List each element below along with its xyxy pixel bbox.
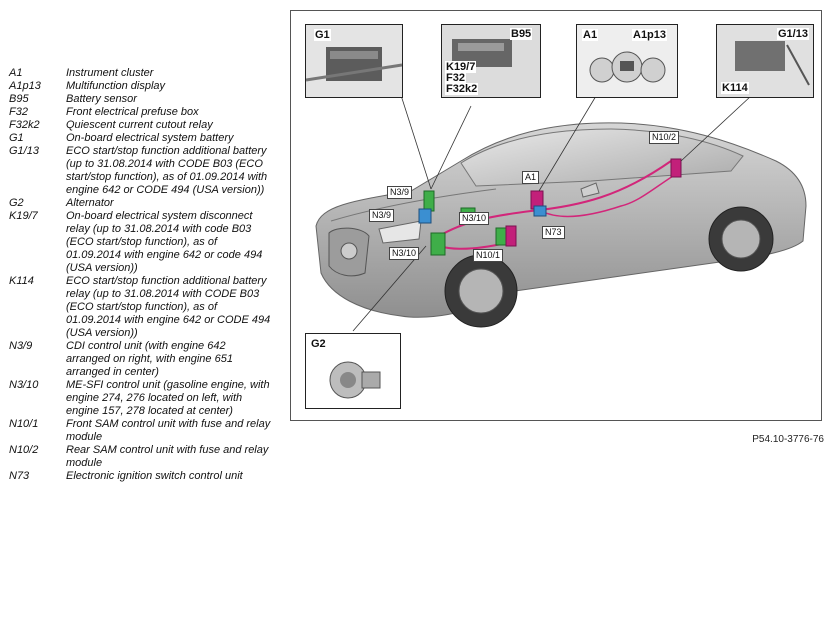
callout-a1: A1 <box>522 171 540 184</box>
f32-label: F32 <box>445 72 466 84</box>
component-location-figure: G1 B95 K19/7 F32 F32k2 A1 A1p13 G1/13 K1 <box>290 10 822 421</box>
inset-additional-battery: G1/13 K114 <box>716 24 814 98</box>
inset-g1: G1 <box>305 24 403 98</box>
legend-description: ECO start/stop function additional batte… <box>66 275 271 339</box>
legend-description: CDI control unit (with engine 642 arrang… <box>66 340 233 378</box>
legend-row: F32k2 Quiescent current cutout relay <box>9 119 271 132</box>
inset-instrument-cluster: A1 A1p13 <box>576 24 678 98</box>
a1p13-label: A1p13 <box>632 29 668 41</box>
f32k2-label: F32k2 <box>445 83 479 95</box>
legend-code: N10/1 <box>9 418 39 430</box>
g2-label: G2 <box>310 338 327 350</box>
callout-n10-1: N10/1 <box>473 249 504 262</box>
n73-unit <box>533 205 547 217</box>
legend-row: N10/2 Rear SAM control unit with fuse and… <box>9 444 271 470</box>
legend-code: B95 <box>9 93 29 105</box>
legend-row: N3/9 CDI control unit (with engine 642 ar… <box>9 340 271 379</box>
legend-row: K19/7 On-board electrical system disconne… <box>9 210 271 275</box>
legend-row: A1p13 Multifunction display <box>9 80 271 93</box>
legend-row: K114 ECO start/stop function additional b… <box>9 275 271 340</box>
legend-code: K19/7 <box>9 210 38 222</box>
legend-code: N3/9 <box>9 340 33 352</box>
legend-code: N10/2 <box>9 444 39 456</box>
callout-n3-9-upper: N3/9 <box>387 186 413 199</box>
figure-reference: P54.10-3776-76 <box>752 434 824 445</box>
n3-9-unit-2 <box>418 208 432 224</box>
callout-n73: N73 <box>542 226 565 239</box>
n10-1-relay <box>505 225 517 247</box>
g1-13-label: G1/13 <box>777 28 809 40</box>
legend-description: Front SAM control unit with fuse and rel… <box>66 418 271 443</box>
callout-n10-2: N10/2 <box>649 131 680 144</box>
legend-description: Instrument cluster <box>66 67 154 79</box>
legend-description: Quiescent current cutout relay <box>66 119 213 131</box>
g1-label: G1 <box>314 29 331 41</box>
legend-row: F32 Front electrical prefuse box <box>9 106 271 119</box>
callout-n3-9-lower: N3/9 <box>369 209 395 222</box>
legend-code: K114 <box>9 275 34 287</box>
inset-relay-box: B95 K19/7 F32 F32k2 <box>441 24 541 98</box>
legend-row: N3/10 ME-SFI control unit (gasoline engin… <box>9 379 271 418</box>
legend-code: G2 <box>9 197 24 209</box>
inset-g2: G2 <box>305 333 401 409</box>
n10-2-unit <box>670 158 682 178</box>
k114-label: K114 <box>721 82 749 94</box>
wiring-harness <box>430 160 672 242</box>
b95-label: B95 <box>510 28 533 40</box>
legend-description: Electronic ignition switch control unit <box>66 470 243 482</box>
legend-description: On-board electrical system disconnect re… <box>66 210 263 274</box>
legend-row: B95 Battery sensor <box>9 93 271 106</box>
legend-description: On-board electrical system battery <box>66 132 234 144</box>
a1-label: A1 <box>582 29 599 41</box>
battery-photo <box>306 25 402 97</box>
legend-code: A1p13 <box>9 80 41 92</box>
legend-row: G1 On-board electrical system battery <box>9 132 271 145</box>
n3-9-unit <box>423 190 435 212</box>
legend-row: G1/13 ECO start/stop function additional … <box>9 145 271 197</box>
legend-code: A1 <box>9 67 23 79</box>
legend-code: G1 <box>9 132 24 144</box>
legend-description: ME-SFI control unit (gasoline engine, wi… <box>66 379 270 417</box>
legend-code: F32k2 <box>9 119 40 131</box>
legend-row: A1 Instrument cluster <box>9 67 271 80</box>
n10-1-unit <box>495 227 508 246</box>
callout-n3-10-center: N3/10 <box>459 212 490 225</box>
legend-code: G1/13 <box>9 145 39 157</box>
legend-code: F32 <box>9 106 28 118</box>
k19-7-label: K19/7 <box>445 61 477 73</box>
legend-description: ECO start/stop function additional batte… <box>66 145 268 196</box>
n3-10-unit-2 <box>430 232 446 256</box>
legend-row: G2 Alternator <box>9 197 271 210</box>
legend-description: Rear SAM control unit with fuse and rela… <box>66 444 269 469</box>
callout-n3-10-left: N3/10 <box>389 247 420 260</box>
legend-description: Battery sensor <box>66 93 137 105</box>
legend-code: N73 <box>9 470 30 482</box>
legend-row: N73 Electronic ignition switch control un… <box>9 470 271 483</box>
legend-description: Front electrical prefuse box <box>66 106 199 118</box>
legend-code: N3/10 <box>9 379 39 391</box>
legend-description: Multifunction display <box>66 80 166 92</box>
legend-description: Alternator <box>66 197 114 209</box>
legend-row: N10/1 Front SAM control unit with fuse an… <box>9 418 271 444</box>
